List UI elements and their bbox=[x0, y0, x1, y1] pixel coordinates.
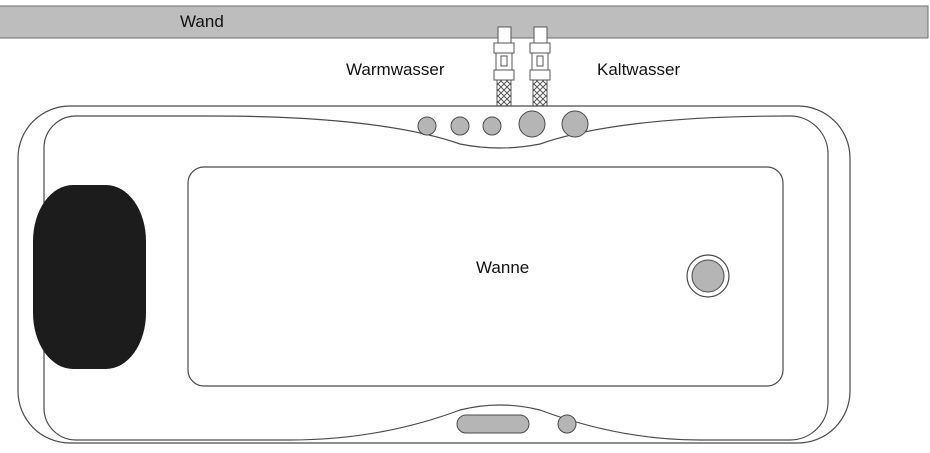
top-control-panel bbox=[417, 110, 589, 138]
tub-label: Wanne bbox=[476, 258, 530, 277]
drain bbox=[686, 254, 730, 298]
hot-water-connector bbox=[493, 26, 515, 111]
bottom-knob[interactable] bbox=[557, 414, 577, 434]
control-knob[interactable] bbox=[450, 116, 470, 136]
control-knob[interactable] bbox=[417, 116, 437, 136]
control-knob[interactable] bbox=[482, 116, 502, 136]
faucet-control[interactable] bbox=[518, 110, 546, 138]
cold-water-connector bbox=[529, 26, 551, 111]
overflow-control[interactable] bbox=[456, 414, 530, 434]
wall-label: Wand bbox=[180, 12, 224, 31]
wall bbox=[0, 5, 929, 39]
faucet-control[interactable] bbox=[561, 110, 589, 138]
cold-water-label: Kaltwasser bbox=[597, 60, 681, 79]
hot-water-label: Warmwasser bbox=[346, 60, 445, 79]
headrest bbox=[33, 185, 146, 369]
tub-basin bbox=[187, 166, 784, 387]
